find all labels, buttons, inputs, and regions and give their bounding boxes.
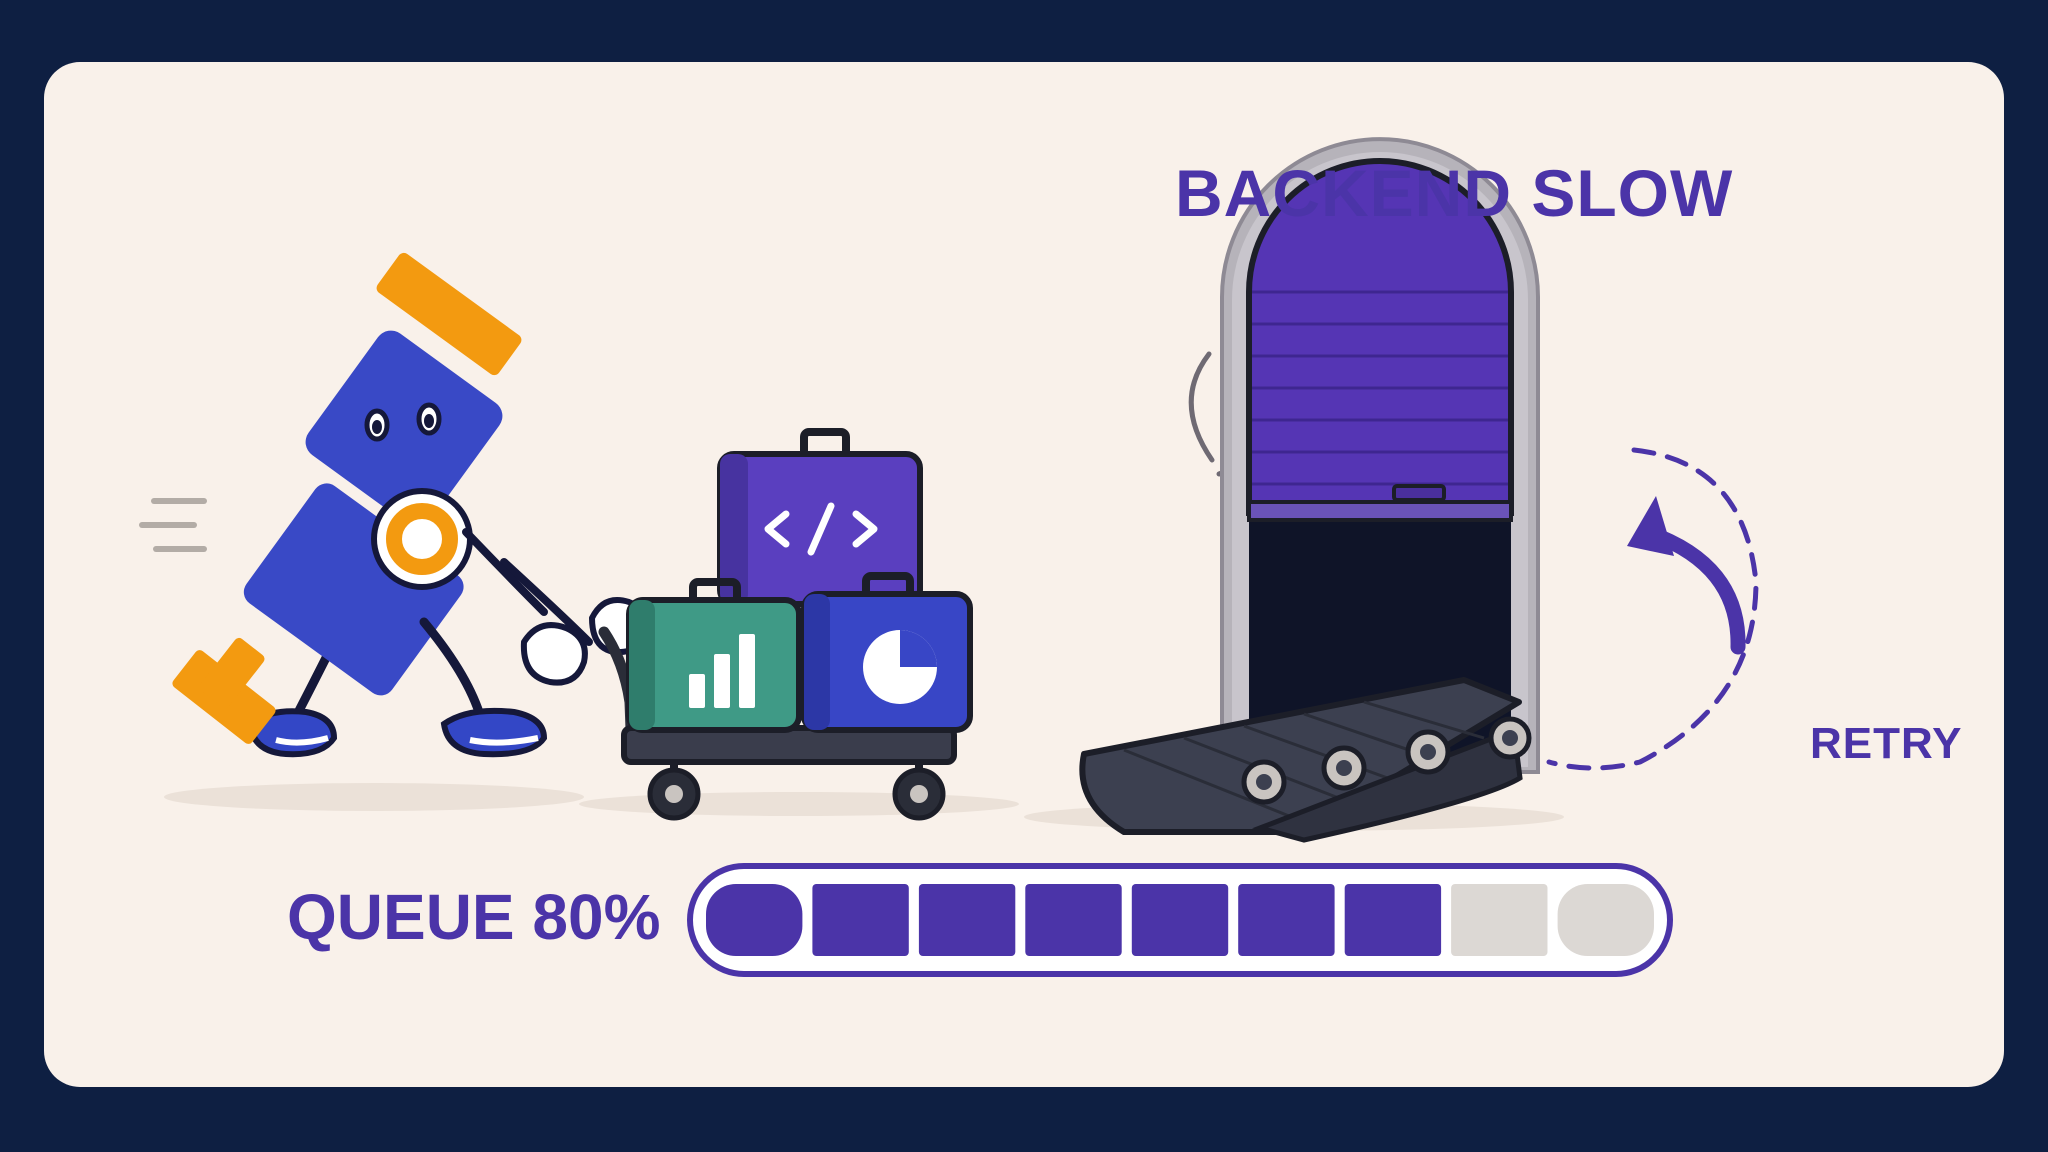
progress-segments [706, 884, 1654, 956]
progress-segment-filled [1025, 884, 1122, 956]
backend-gateway [1079, 137, 1540, 843]
progress-segment-filled [918, 884, 1016, 956]
door-shutter [1249, 161, 1511, 516]
robot-front-leg [419, 617, 548, 758]
robot-head [305, 330, 503, 528]
conveyor-belt [1079, 677, 1532, 843]
robot-joint [371, 488, 473, 590]
chart-case [626, 578, 802, 733]
robot-back-leg [246, 617, 349, 758]
progress-segment-filled [812, 884, 909, 956]
backend-status-title: BACKEND SLOW [1175, 156, 1734, 230]
pie-chart-icon [863, 630, 937, 704]
queue-progress-bar [687, 863, 1673, 977]
progress-segment-filled [1131, 884, 1229, 956]
cart-wheels [647, 762, 946, 821]
shutter-bottom-bar [1247, 500, 1513, 522]
retry-arrow-icon [1546, 447, 1759, 771]
progress-segment-empty [1557, 884, 1654, 956]
progress-segment-filled [706, 884, 803, 956]
scene [139, 137, 1759, 977]
code-icon [764, 502, 878, 556]
queue-label: QUEUE 80% [287, 881, 661, 953]
progress-segment-empty [1451, 884, 1548, 956]
pie-case [801, 572, 973, 733]
cart-shadow [579, 792, 1019, 816]
robot-eyes [364, 402, 442, 442]
retry-label: RETRY [1810, 719, 1963, 768]
code-case [717, 428, 923, 607]
cart-platform [621, 725, 957, 765]
motion-lines [139, 498, 207, 552]
conveyor-rollers [1241, 716, 1532, 805]
robot-shadow [164, 783, 584, 811]
robot-body [243, 483, 464, 696]
bar-chart-icon [689, 634, 755, 708]
progress-segment-filled [1344, 884, 1442, 956]
robot-mascot [172, 252, 650, 758]
illustration-card: BACKEND SLOW RETRY QUEUE 80% [44, 62, 2004, 1087]
progress-segment-filled [1238, 884, 1335, 956]
robot-orange-top [376, 252, 522, 376]
luggage-cart [598, 428, 973, 821]
